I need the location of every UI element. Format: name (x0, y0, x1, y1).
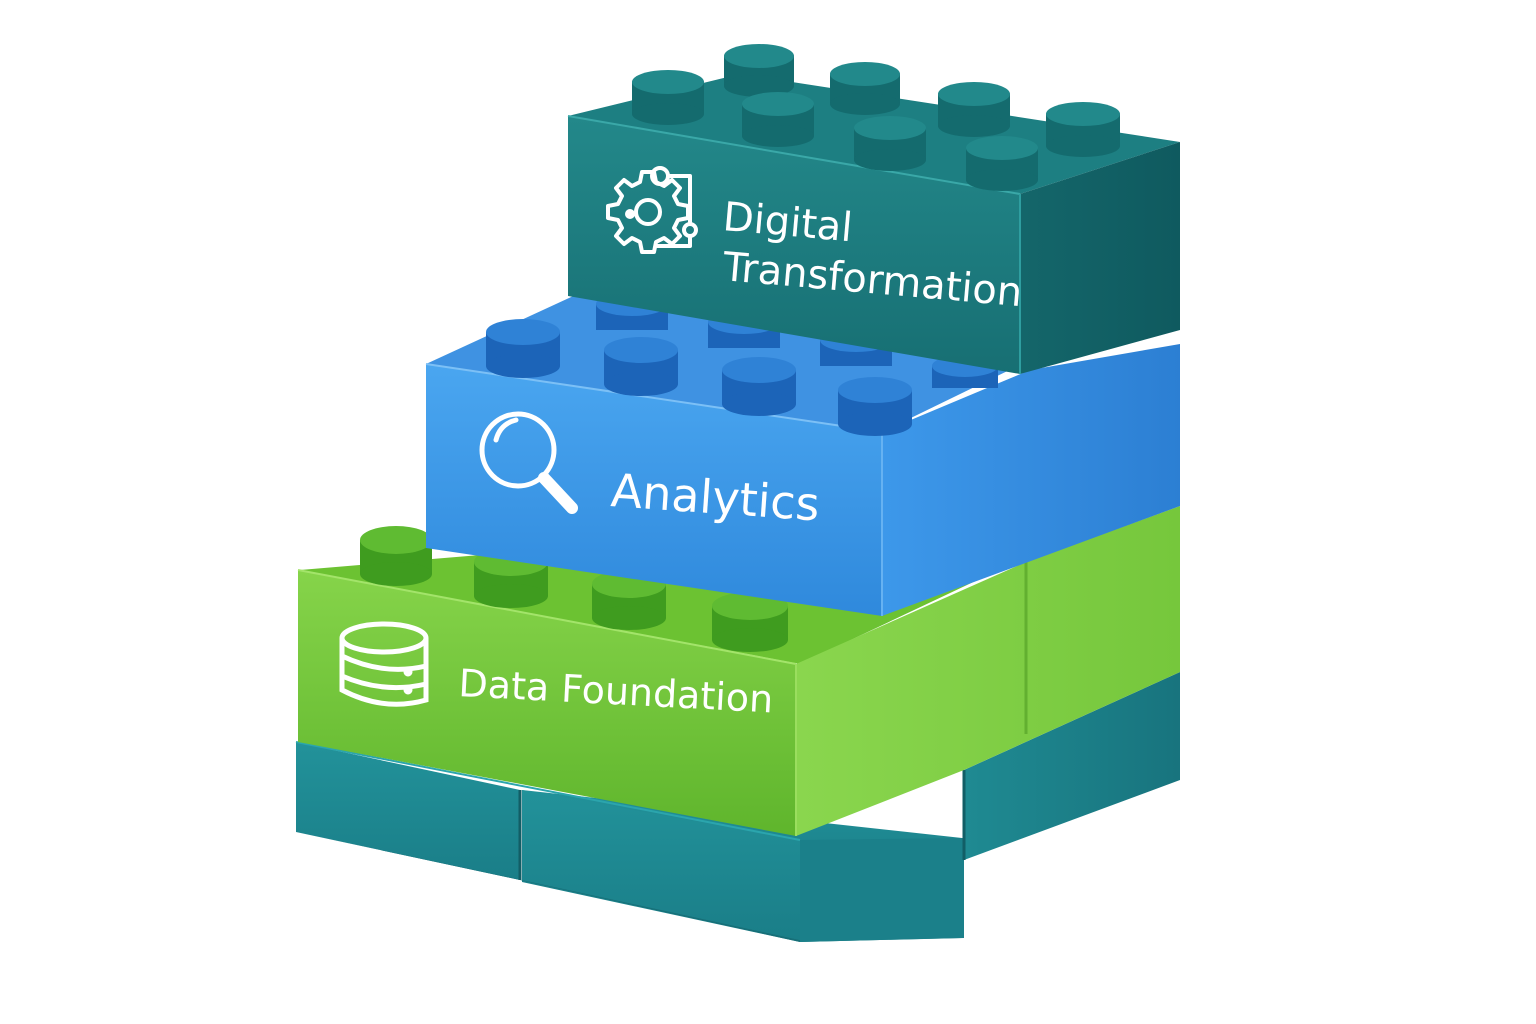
stud (724, 44, 794, 97)
data-foundation-side (796, 506, 1180, 836)
stud (966, 136, 1038, 191)
stud (604, 337, 678, 396)
analytics-side (882, 344, 1180, 616)
stud (712, 592, 788, 652)
stud (742, 92, 814, 147)
base-brick-right-side (964, 672, 1180, 860)
stud (360, 526, 432, 586)
stud (830, 62, 900, 115)
stud (1046, 102, 1120, 157)
analytics-brick: Analytics (425, 292, 1180, 616)
magnifier-icon (479, 411, 578, 514)
stud (486, 319, 560, 378)
digital-transformation-front (568, 116, 1020, 374)
data-foundation-brick: Data Foundation (297, 506, 1180, 836)
digital-transformation-brick: Digital Transformation (567, 44, 1180, 374)
base-brick-right-front (800, 838, 964, 942)
stud (722, 357, 796, 416)
gear-circuit-icon (606, 166, 698, 254)
data-foundation-top-edge (297, 569, 797, 665)
base-brick-left (296, 742, 520, 880)
stud (632, 70, 704, 125)
base-top-edge (295, 741, 801, 841)
digital-transformation-top-edge (567, 115, 1021, 195)
database-icon (339, 621, 429, 707)
data-foundation-front (298, 570, 796, 836)
stud (938, 82, 1010, 137)
analytics-front (426, 364, 882, 616)
digital-transformation-studs (632, 44, 1120, 191)
digital-transformation-side (1020, 142, 1180, 374)
base-layer (295, 672, 1180, 942)
stud (854, 116, 926, 171)
stud (592, 570, 666, 630)
stud (838, 377, 912, 436)
digital-transformation-label-line-1: Digital (721, 194, 854, 251)
